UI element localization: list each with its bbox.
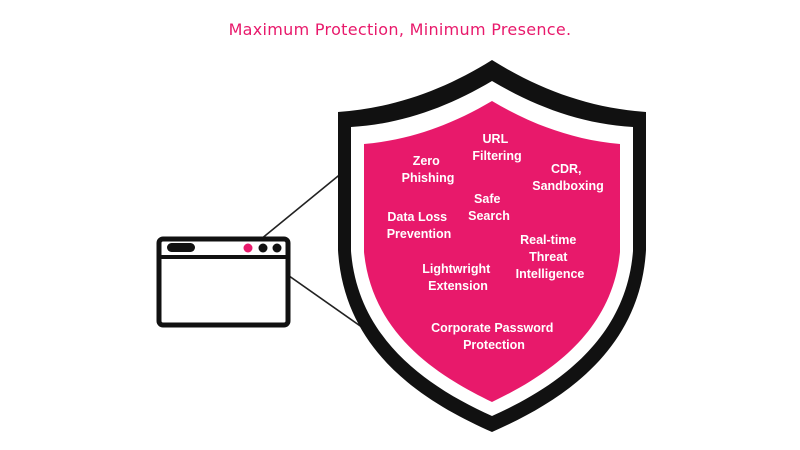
feature-real-time-threat-intelligence-line: Real-time [520, 233, 576, 247]
feature-zero-phishing: Zero Phishing [402, 154, 455, 185]
feature-data-loss-prevention-line: Data Loss [387, 210, 447, 224]
feature-data-loss-prevention-line: Prevention [387, 227, 452, 241]
feature-real-time-threat-intelligence-line: Threat [529, 250, 568, 264]
connector-line-top [254, 171, 344, 245]
feature-cdr-sandboxing: CDR, Sandboxing [532, 162, 604, 193]
feature-real-time-threat-intelligence-line: Intelligence [516, 267, 585, 281]
feature-cdr-sandboxing-line: Sandboxing [532, 179, 604, 193]
feature-safe-search-line: Safe [474, 192, 500, 206]
feature-safe-search: Safe Search [468, 192, 510, 223]
feature-url-filtering-line: Filtering [472, 149, 521, 163]
feature-corporate-password-protection-line: Corporate Password [431, 321, 553, 335]
page-title: Maximum Protection, Minimum Presence. [228, 20, 572, 39]
shield-body [364, 101, 620, 402]
feature-url-filtering-line: URL [483, 132, 509, 146]
feature-url-filtering: URL Filtering [472, 132, 521, 163]
feature-lightwright-extension-line: Lightwright [422, 262, 491, 276]
feature-lightwright-extension: Lightwright Extension [422, 262, 494, 293]
shield-features: URL Filtering Zero Phishing CDR, Sandbox… [387, 132, 604, 352]
feature-corporate-password-protection: Corporate Password Protection [431, 321, 557, 352]
browser-record-dot [243, 243, 253, 253]
feature-data-loss-prevention: Data Loss Prevention [387, 210, 452, 241]
feature-real-time-threat-intelligence: Real-time Threat Intelligence [516, 233, 585, 281]
feature-zero-phishing-line: Phishing [402, 171, 455, 185]
browser-window-icon [156, 236, 291, 328]
feature-cdr-sandboxing-line: CDR, [551, 162, 582, 176]
shield-icon [338, 60, 646, 432]
feature-safe-search-line: Search [468, 209, 510, 223]
feature-zero-phishing-line: Zero [413, 154, 440, 168]
feature-lightwright-extension-line: Extension [428, 279, 488, 293]
feature-corporate-password-protection-line: Protection [463, 338, 525, 352]
